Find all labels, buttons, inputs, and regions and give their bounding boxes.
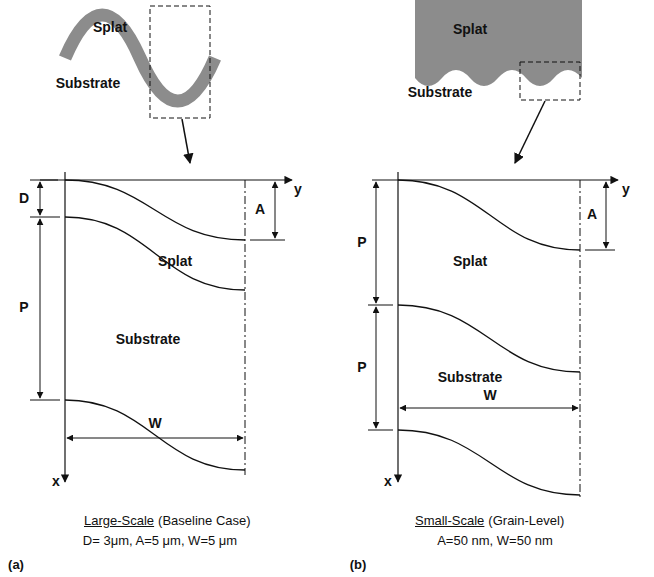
panel-label: (a) (8, 558, 24, 572)
dim-p (376, 182, 377, 303)
axis-label: y (622, 182, 630, 197)
part-label: Substrate (408, 85, 473, 100)
dimension-label: D (19, 191, 29, 206)
part-label: Substrate (56, 76, 121, 91)
dimension-label: W (148, 416, 161, 431)
dim-tick (250, 240, 285, 241)
dim-tick (368, 430, 393, 431)
caption-text: Small-Scale (415, 514, 484, 528)
dimension-label: A (587, 207, 597, 222)
zoom-arrow (182, 119, 190, 163)
part-label: Substrate (116, 332, 181, 347)
dim-p (40, 219, 41, 398)
part-label: Substrate (438, 370, 503, 385)
interface-curve (65, 180, 245, 240)
symmetry-line (245, 180, 246, 475)
dimension-label: W (483, 388, 496, 403)
interface-curve (398, 430, 580, 495)
dimension-label: P (357, 235, 366, 250)
part-label: Splat (453, 22, 487, 37)
panel-label: (b) (350, 558, 367, 572)
dim-w (400, 408, 578, 409)
dim-tick (585, 250, 615, 251)
dim-tick (368, 305, 393, 306)
caption-text: (Baseline Case) (158, 514, 251, 528)
dim-d (40, 182, 41, 215)
axis-label: y (294, 182, 302, 197)
dimension-label: A (255, 202, 265, 217)
dim-w (67, 438, 243, 439)
interface-curve (398, 180, 580, 250)
zoom-box (520, 62, 580, 100)
caption-text: A=50 nm, W=50 nm (437, 534, 553, 548)
x-axis (397, 172, 398, 482)
axis-label: x (52, 474, 60, 489)
zoom-box (150, 6, 210, 118)
dimension-label: P (357, 360, 366, 375)
part-label: Splat (93, 20, 127, 35)
zoom-arrow (515, 101, 545, 163)
dim-tick (30, 400, 60, 401)
dim-tick (30, 217, 60, 218)
caption-text: Large-Scale (84, 514, 154, 528)
symmetry-line (580, 180, 581, 500)
part-label: Splat (158, 254, 192, 269)
dim-p (376, 307, 377, 428)
axis-label: x (384, 474, 392, 489)
interface-curve (65, 217, 245, 290)
interface-curve (398, 305, 580, 372)
caption-text: (Grain-Level) (488, 514, 564, 528)
dimension-label: P (19, 300, 28, 315)
caption-text: D= 3μm, A=5 μm, W=5 μm (83, 534, 237, 548)
splat-block (415, 0, 582, 86)
dim-tick (30, 180, 58, 181)
dim-a (275, 182, 276, 238)
x-axis (64, 172, 65, 482)
dim-a (606, 182, 607, 248)
part-label: Splat (453, 254, 487, 269)
interface-curve (65, 400, 245, 470)
